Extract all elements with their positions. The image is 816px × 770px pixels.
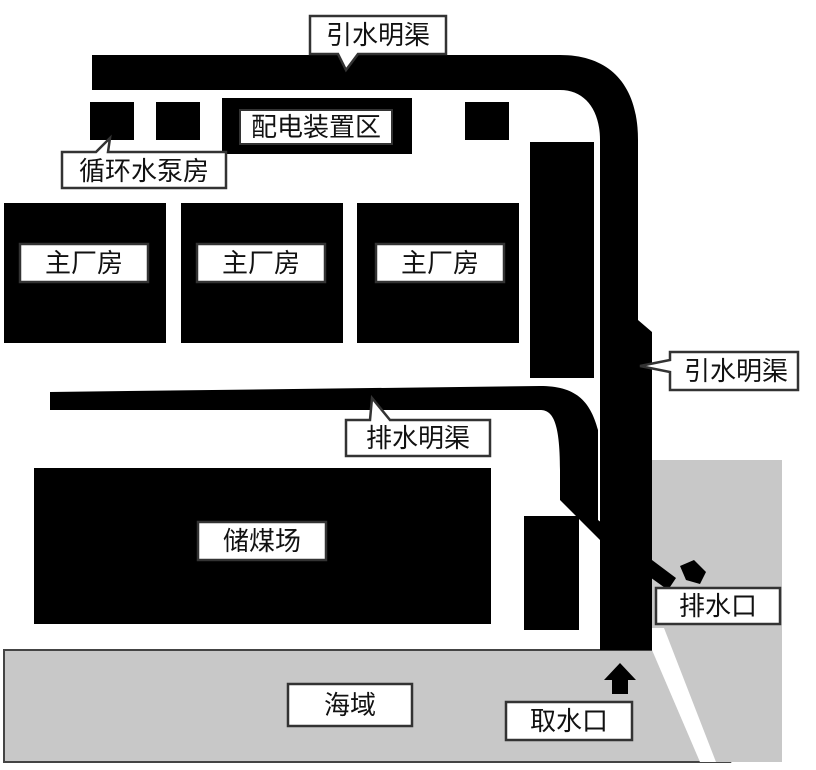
pump-house-text: 循环水泵房 bbox=[79, 157, 209, 187]
power-distribution-text: 配电装置区 bbox=[251, 113, 381, 143]
pump-house-block-1 bbox=[90, 102, 134, 140]
discharge-channel-text: 排水明渠 bbox=[366, 424, 470, 454]
main-building-label-3: 主厂房 bbox=[374, 242, 506, 284]
intake-channel-text-top: 引水明渠 bbox=[326, 21, 430, 51]
intake-channel bbox=[92, 55, 652, 650]
discharge-outlet-text: 排水口 bbox=[679, 592, 757, 622]
sea-area-text: 海域 bbox=[324, 691, 376, 721]
arrow-down-left-icon bbox=[680, 560, 706, 584]
main-building-label-2: 主厂房 bbox=[195, 242, 327, 284]
water-intake-text: 取水口 bbox=[530, 707, 608, 737]
arrow-up-icon bbox=[604, 663, 636, 694]
main-building-text-3: 主厂房 bbox=[401, 249, 479, 279]
main-building-label-1: 主厂房 bbox=[18, 242, 150, 284]
tall-building-block bbox=[530, 142, 594, 378]
small-block-near-intake bbox=[524, 516, 579, 630]
intake-channel-label-top: 引水明渠 bbox=[308, 14, 448, 73]
pump-house-label: 循环水泵房 bbox=[60, 134, 228, 190]
power-distribution-label: 配电装置区 bbox=[239, 109, 393, 145]
discharge-outlet-label: 排水口 bbox=[654, 586, 782, 626]
discharge-channel-label: 排水明渠 bbox=[344, 394, 492, 458]
discharge-channel bbox=[50, 386, 676, 590]
small-building-block bbox=[465, 102, 509, 140]
intake-channel-text-right: 引水明渠 bbox=[684, 357, 788, 387]
sea-area-label: 海域 bbox=[286, 682, 414, 728]
coal-yard-text: 储煤场 bbox=[223, 527, 301, 557]
main-building-text-1: 主厂房 bbox=[45, 249, 123, 279]
intake-channel-label-right: 引水明渠 bbox=[639, 350, 800, 392]
intake-channel-top bbox=[92, 55, 652, 650]
main-building-text-2: 主厂房 bbox=[222, 249, 300, 279]
coastline bbox=[652, 628, 716, 762]
pump-house-block-2 bbox=[156, 102, 200, 140]
coal-yard-label: 储煤场 bbox=[196, 520, 328, 562]
water-intake-label: 取水口 bbox=[504, 700, 634, 742]
